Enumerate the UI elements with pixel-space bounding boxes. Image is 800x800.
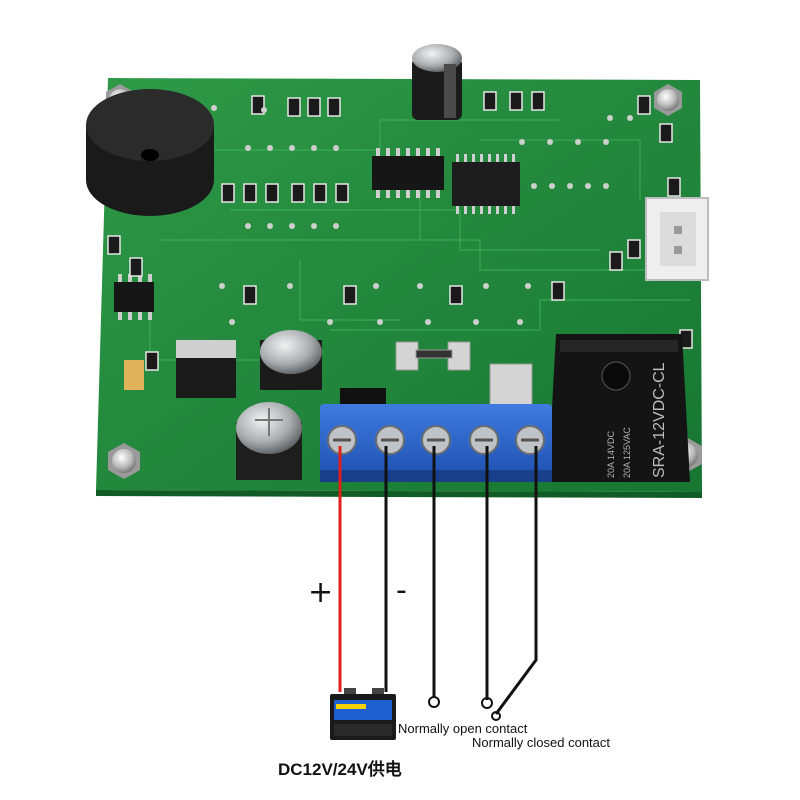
plus-label: + — [308, 575, 334, 610]
terminal-screw-1 — [327, 425, 357, 455]
relay-rating-dc: 20A 14VDC — [606, 430, 616, 478]
pcb-edge — [96, 490, 702, 498]
battery-icon — [330, 688, 396, 740]
relay-model: SRA-12VDC-CL — [651, 362, 668, 478]
buzzer — [86, 89, 214, 216]
relay-rating-ac: 20A 125VAC — [622, 427, 632, 478]
normally-closed-contact-point — [491, 711, 501, 721]
mounting-nut-top-right — [654, 84, 682, 116]
regulator — [124, 340, 236, 398]
mounting-nut-bottom-left — [108, 443, 140, 479]
pcb-board — [96, 78, 702, 492]
terminal-screw-5 — [515, 425, 545, 455]
normally-open-label: Normally open contact — [398, 721, 528, 736]
white-connector — [645, 197, 709, 281]
metal-pads — [395, 341, 533, 407]
ic-chip-3 — [114, 274, 154, 320]
terminal-screw-4 — [469, 425, 499, 455]
smd-components — [107, 91, 693, 371]
terminal-screws — [327, 425, 545, 455]
ic-chip-2 — [452, 154, 520, 214]
minus-label: - — [396, 573, 407, 608]
capacitor-middle — [260, 330, 322, 390]
normally-closed-label: Normally closed contact — [472, 735, 610, 750]
power-supply-label: DC12V/24V供电 — [278, 760, 402, 779]
relay — [548, 334, 690, 482]
common-contact-point — [428, 696, 440, 708]
capacitor-bottom — [236, 402, 302, 480]
ic-chip-1 — [372, 148, 444, 198]
normally-closed-wire — [494, 446, 538, 715]
terminal-screw-3 — [421, 425, 451, 455]
capacitor-top — [412, 44, 462, 120]
terminal-screw-2 — [375, 425, 405, 455]
diode — [340, 388, 386, 404]
normally-open-contact-point — [481, 697, 493, 709]
